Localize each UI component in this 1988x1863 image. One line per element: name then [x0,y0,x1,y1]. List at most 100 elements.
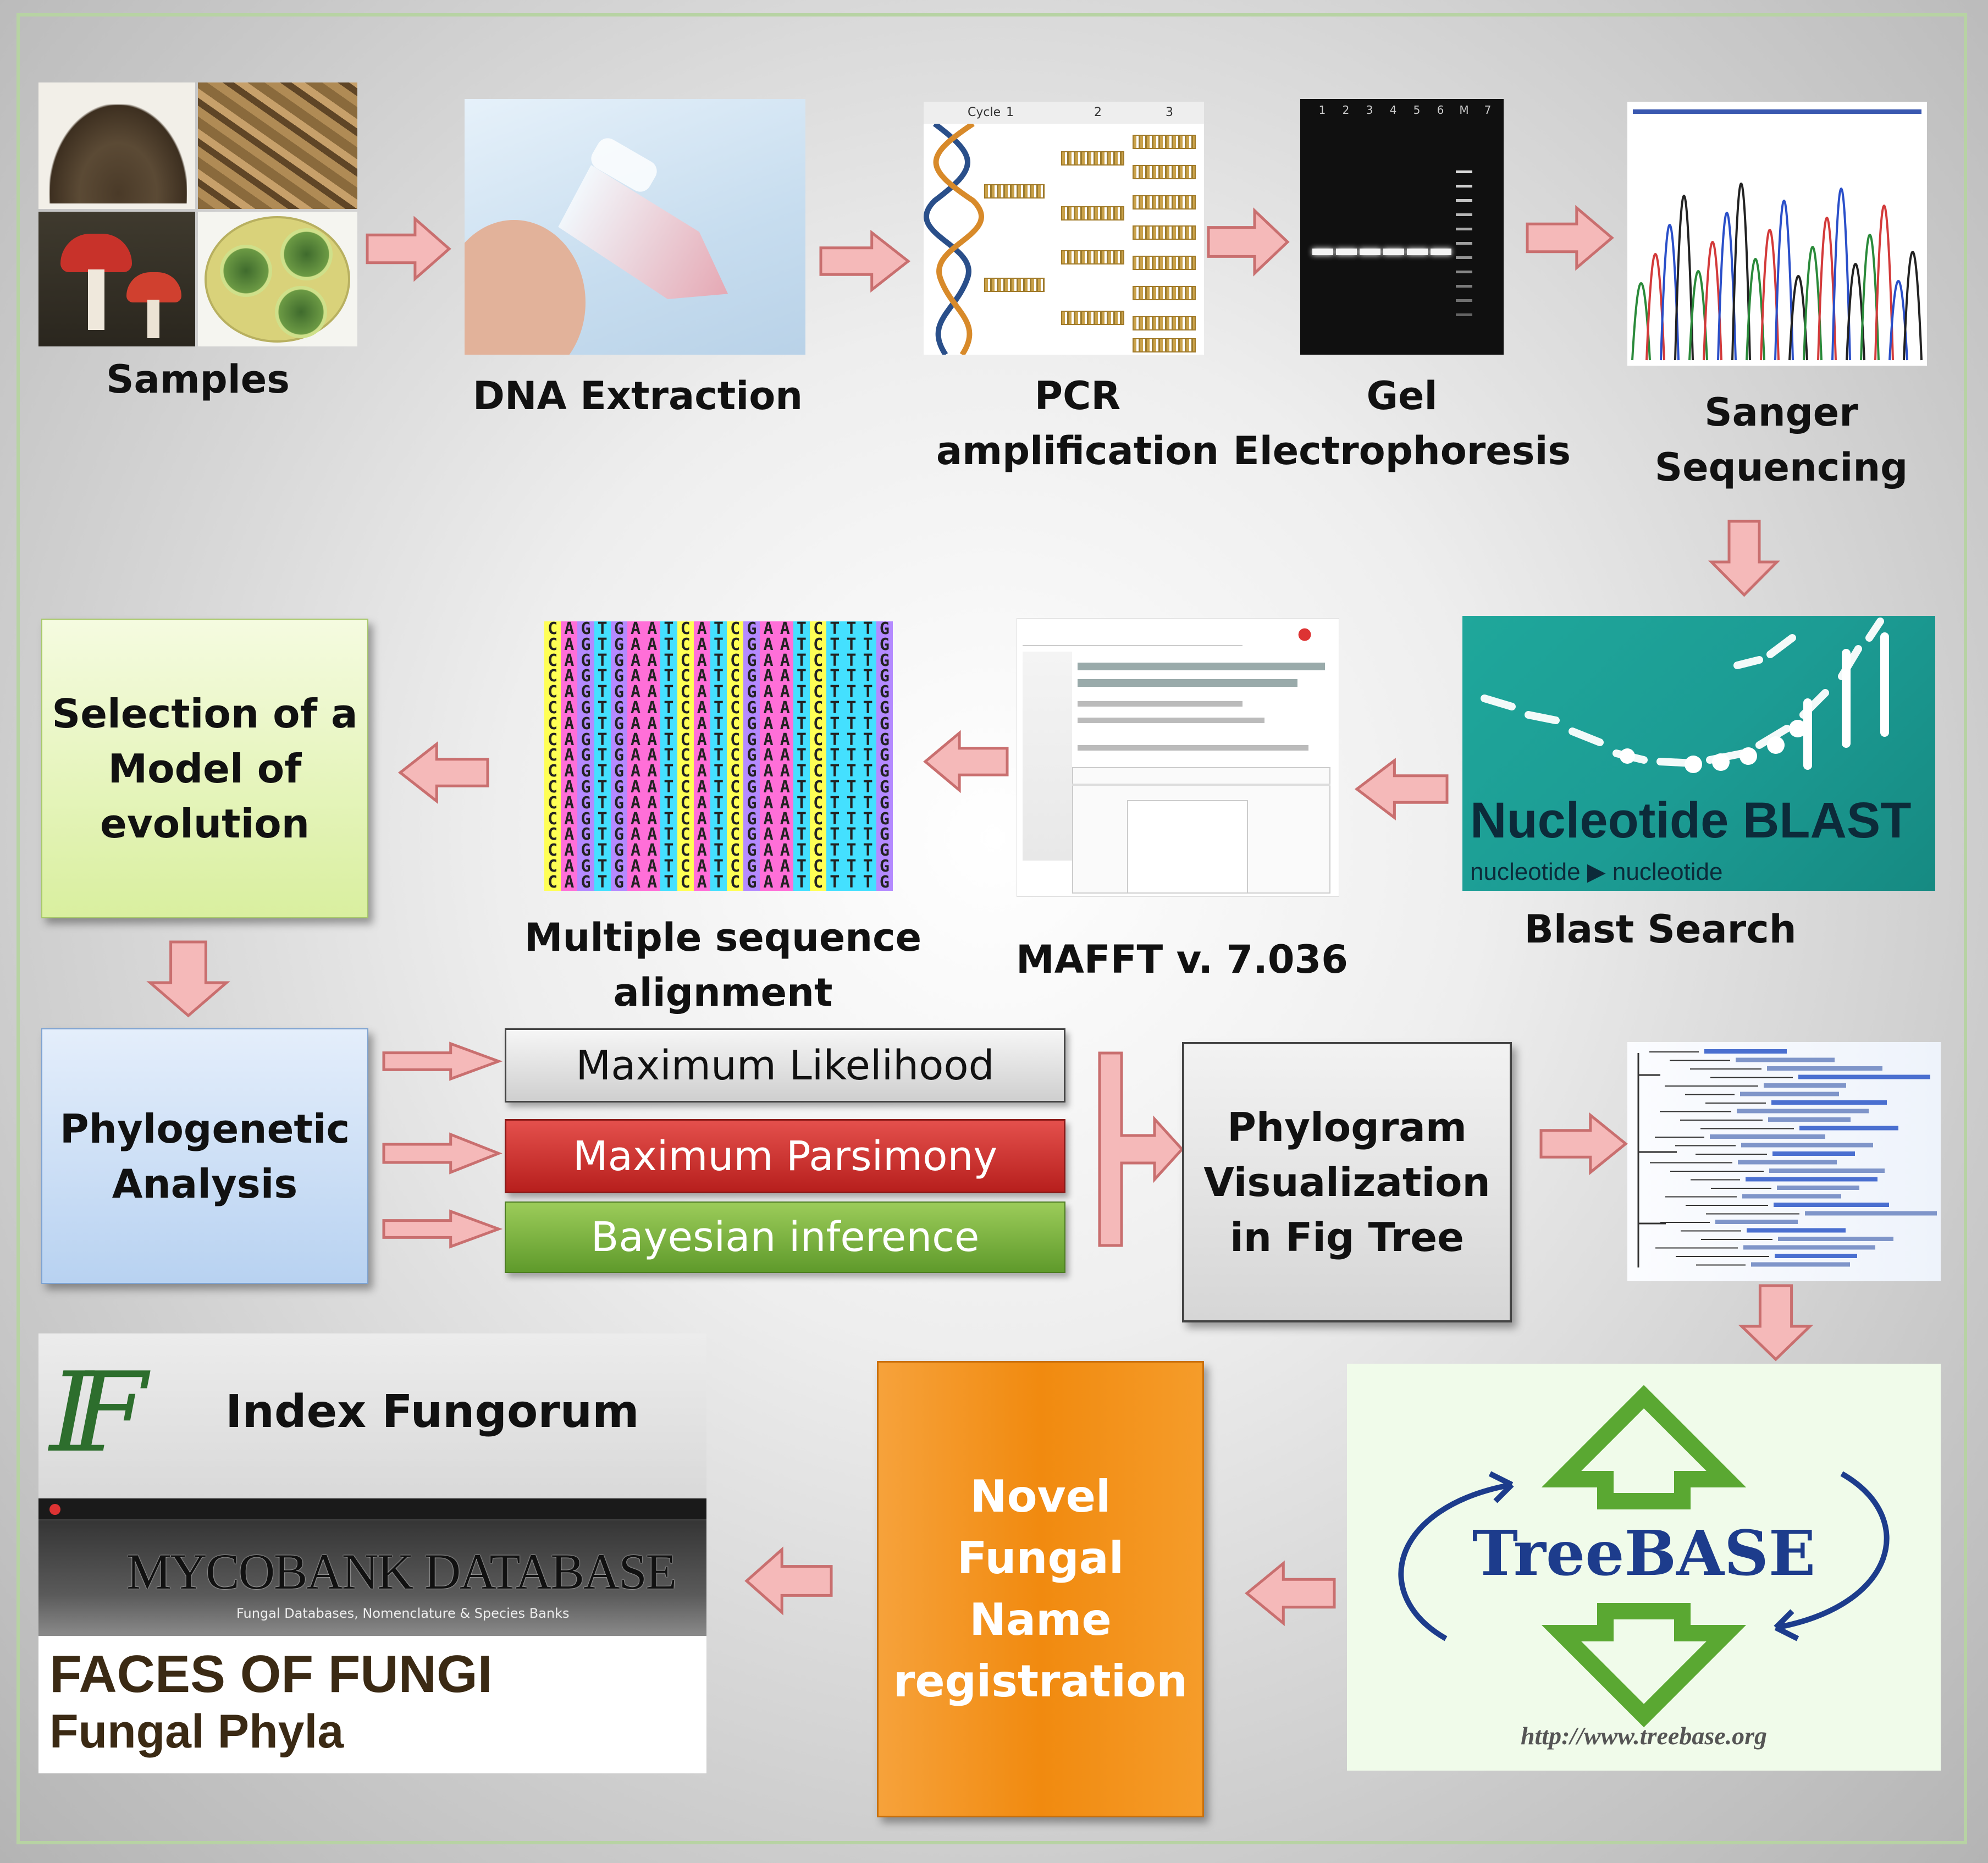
chromatogram-peak [1760,229,1780,361]
alignment-cell: A [693,652,710,669]
alignment-cell: G [743,731,760,748]
alignment-cell: A [693,747,710,764]
pcr-strand [1133,256,1196,270]
alignment-cell: A [776,826,793,844]
phylogram-taxon-label [1741,1143,1873,1148]
phylogram-taxon-label [1774,1203,1889,1207]
alignment-cell: A [693,795,710,812]
alignment-cell: A [644,779,661,796]
alignment-cell: A [760,700,777,716]
alignment-cell: G [876,636,893,653]
alignment-cell: A [561,795,578,812]
alignment-cell: C [727,700,744,716]
gel-band [1336,249,1357,255]
alignment-cell: T [859,700,876,716]
gel-ladder-band [1456,199,1472,202]
alignment-cell: T [793,826,810,844]
pcr-cycle-2: 2 [1094,106,1102,119]
alignment-cell: G [743,842,760,859]
alignment-cell: A [561,731,578,748]
alignment-cell: T [594,842,611,859]
pcr-strand [1133,225,1196,240]
alignment-cell: G [876,874,893,891]
alignment-cell: C [677,621,694,637]
alignment-cell: A [693,874,710,891]
alignment-cell: C [810,858,827,875]
gel-ladder-band [1456,271,1472,273]
alignment-cell: T [710,795,727,812]
chromatogram-traces [1631,109,1923,361]
alignment-cell: G [876,621,893,637]
figtree-line3: in Fig Tree [1230,1214,1464,1260]
mycobank-title: MYCOBANK DATABASE [126,1544,677,1600]
arrow-phylogram-to-treebase [1738,1284,1814,1362]
alignment-cell: G [577,747,594,764]
alignment-cell: G [876,747,893,764]
alignment-cell: T [843,747,860,764]
alignment-cell: T [594,668,611,685]
alignment-cell: A [776,842,793,859]
alignment-cell: A [627,811,644,828]
arrow-pcr-to-gel [1207,207,1290,277]
alignment-cell: T [859,795,876,812]
blast-panel: Nucleotide BLAST nucleotide ▶ nucleotide [1462,616,1935,891]
alignment-cell: T [826,779,843,796]
alignment-cell: T [826,826,843,844]
alignment-cell: A [776,795,793,812]
figtree-line1: Phylogram [1227,1104,1467,1150]
alignment-cell: A [627,700,644,716]
phylo-line1: Phylogenetic [59,1105,350,1152]
arrow-figtree-to-phylogram [1539,1112,1628,1176]
pcr-strand [1133,135,1196,149]
alignment-cell: A [693,858,710,875]
alignment-cell: T [660,621,677,637]
gel-ladder-band [1456,185,1472,188]
alignment-cell: T [843,874,860,891]
alignment-cell: G [577,684,594,701]
alignment-cell: T [710,700,727,716]
alignment-cell: G [610,763,627,780]
alignment-cell: G [876,668,893,685]
alignment-cell: A [561,684,578,701]
phylogram-taxon-label [1740,1092,1839,1096]
alignment-cell: A [760,747,777,764]
alignment-cell: G [610,842,627,859]
alignment-cell: T [826,621,843,637]
alignment-cell: G [743,858,760,875]
alignment-cell: A [776,779,793,796]
alignment-cell: T [859,652,876,669]
methods-bracket-arrow [1098,1051,1184,1247]
alignment-cell: C [810,715,827,732]
chromatogram-peak [1903,251,1923,361]
alignment-cell: A [760,621,777,637]
pcr-strand [1061,151,1124,166]
chromatogram-image [1627,102,1927,366]
alignment-cell: T [843,621,860,637]
alignment-cell: C [677,858,694,875]
alignment-cell: A [693,779,710,796]
alignment-cell: A [760,684,777,701]
alignment-cell: G [577,668,594,685]
novel-name-registration-box: Novel Fungal Name registration [877,1361,1204,1817]
alignment-cell: C [677,842,694,859]
alignment-cell: T [859,779,876,796]
gel-lane-label: 6 [1437,103,1444,117]
alignment-cell: C [677,874,694,891]
alignment-cell: G [577,763,594,780]
gel-band [1407,249,1428,255]
alignment-cell: G [610,874,627,891]
alignment-cell: T [859,874,876,891]
alignment-cell: G [876,858,893,875]
alignment-cell: T [710,652,727,669]
alignment-cell: A [561,842,578,859]
alignment-cell: C [544,858,561,875]
alignment-cell: G [876,826,893,844]
alignment-cell: T [826,636,843,653]
figtree-line2: Visualization [1203,1159,1490,1205]
alignment-cell: C [544,636,561,653]
